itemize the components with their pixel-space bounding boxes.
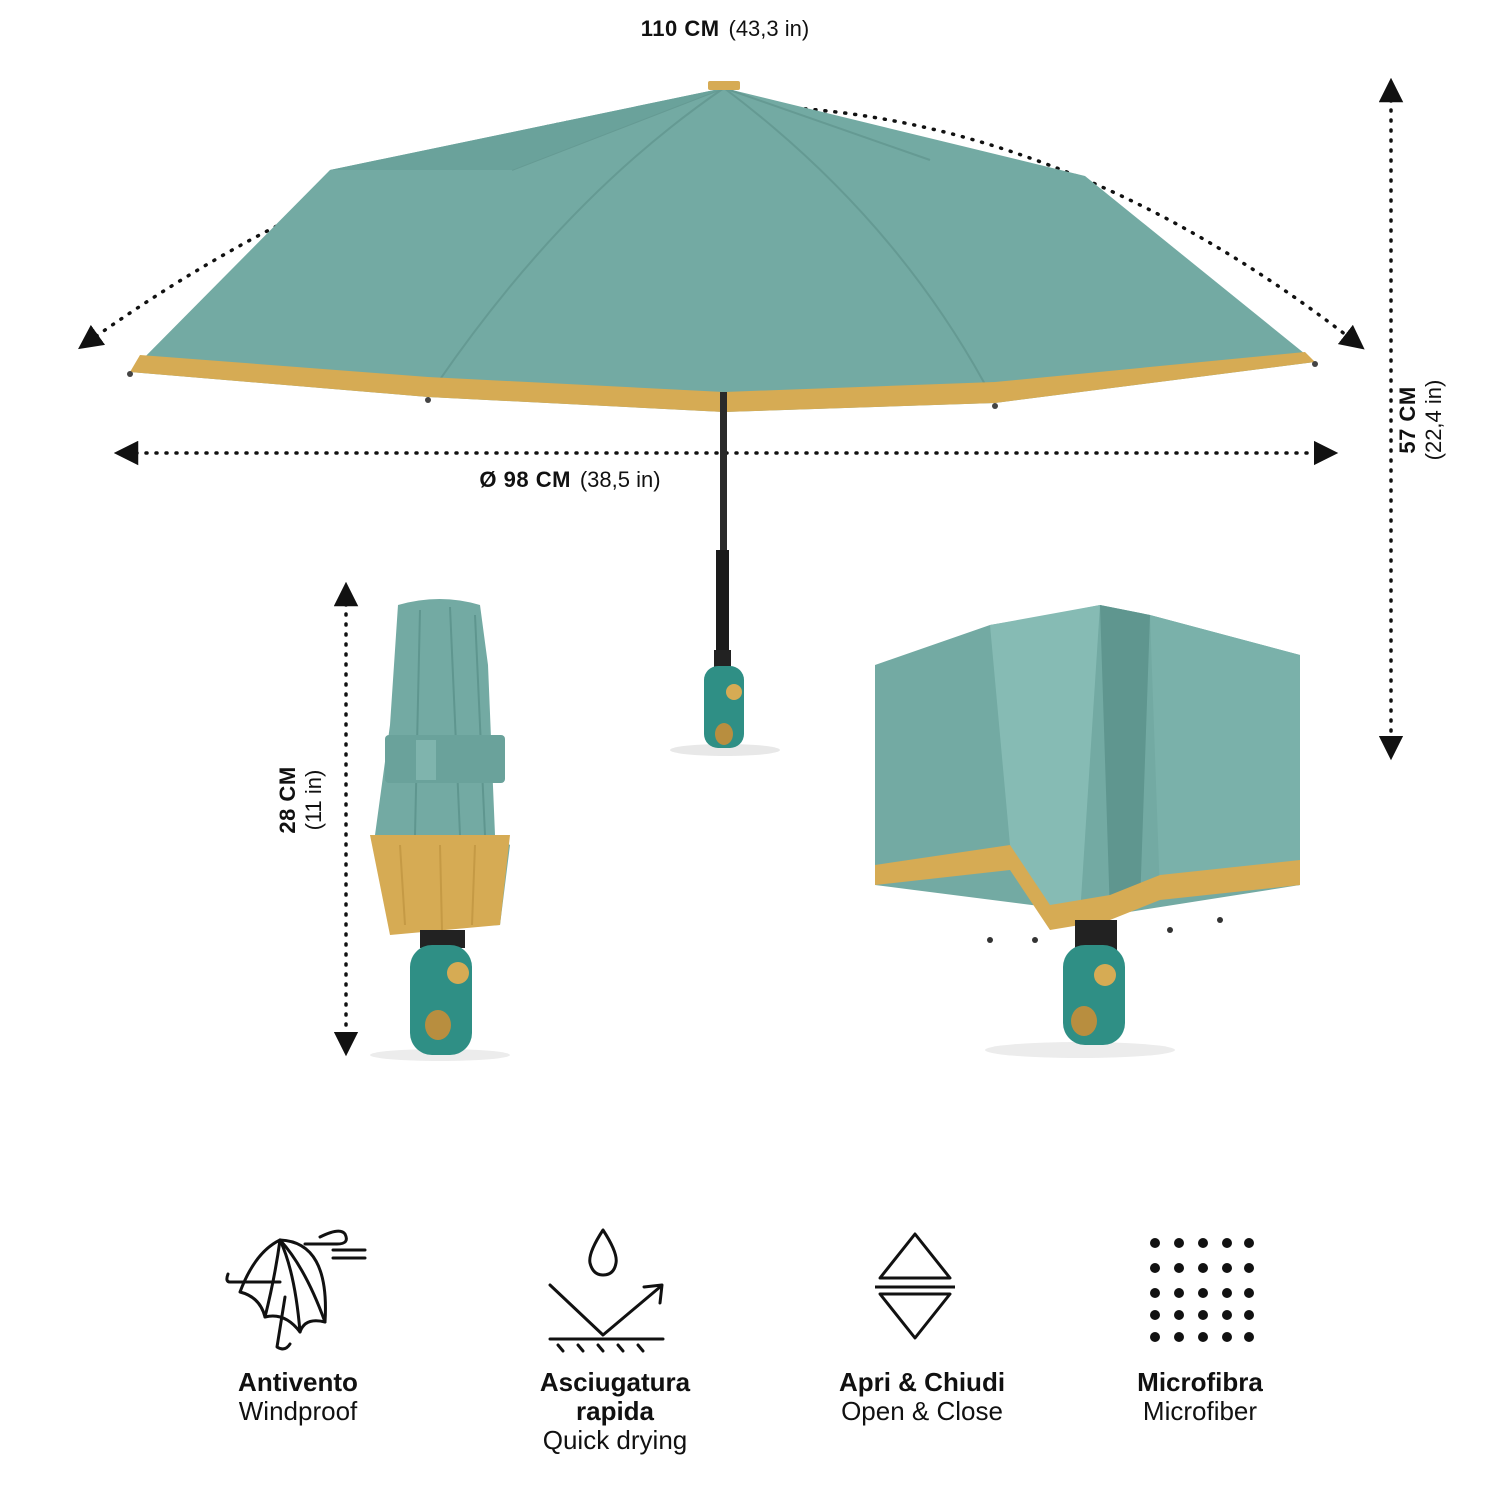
arc-dimension-label: 110 CM (43,3 in) bbox=[560, 16, 890, 42]
open-height-dimension-label: 57 CM (22,4 in) bbox=[1395, 325, 1455, 515]
folded-height-dimension-label: 28 CM (11 in) bbox=[275, 735, 335, 865]
windproof-umbrella-icon bbox=[225, 1229, 367, 1351]
feature-quick-drying-it-line2: rapida bbox=[575, 1396, 655, 1426]
open-height-value: 57 CM bbox=[1395, 386, 1420, 454]
feature-open-close-it: Apri & Chiudi bbox=[838, 1367, 1006, 1397]
feature-microfiber-it: Microfibra bbox=[1137, 1367, 1263, 1397]
feature-open-close: Apri & Chiudi Open & Close bbox=[802, 1368, 1042, 1426]
feature-windproof: Antivento Windproof bbox=[178, 1368, 418, 1426]
feature-microfiber: Microfibra Microfiber bbox=[1080, 1368, 1320, 1426]
feature-quick-drying: Asciugatura rapida Quick drying bbox=[495, 1368, 735, 1455]
feature-windproof-en: Windproof bbox=[238, 1396, 358, 1426]
diameter-dimension-value: Ø 98 CM bbox=[479, 467, 571, 492]
open-close-icon bbox=[875, 1232, 955, 1340]
diameter-dimension-label: Ø 98 CM (38,5 in) bbox=[420, 467, 720, 493]
inverted-umbrella-illustration bbox=[875, 605, 1300, 1058]
open-umbrella-illustration bbox=[127, 81, 1318, 756]
feature-quick-drying-en: Quick drying bbox=[542, 1425, 688, 1455]
diameter-dimension-inches: (38,5 in) bbox=[579, 467, 661, 492]
feature-microfiber-en: Microfiber bbox=[1142, 1396, 1258, 1426]
folded-height-inches: (11 in) bbox=[301, 769, 326, 831]
quick-drying-icon bbox=[548, 1228, 665, 1353]
folded-height-value: 28 CM bbox=[275, 766, 300, 834]
feature-windproof-it: Antivento bbox=[238, 1367, 358, 1397]
open-height-inches: (22,4 in) bbox=[1421, 379, 1446, 461]
arc-dimension-value: 110 CM bbox=[640, 16, 720, 41]
arc-dimension-inches: (43,3 in) bbox=[728, 16, 810, 41]
feature-open-close-en: Open & Close bbox=[841, 1396, 1003, 1426]
feature-quick-drying-it-line1: Asciugatura bbox=[539, 1367, 691, 1397]
folded-umbrella-illustration bbox=[370, 599, 510, 1061]
microfiber-dots-icon bbox=[1150, 1238, 1254, 1342]
